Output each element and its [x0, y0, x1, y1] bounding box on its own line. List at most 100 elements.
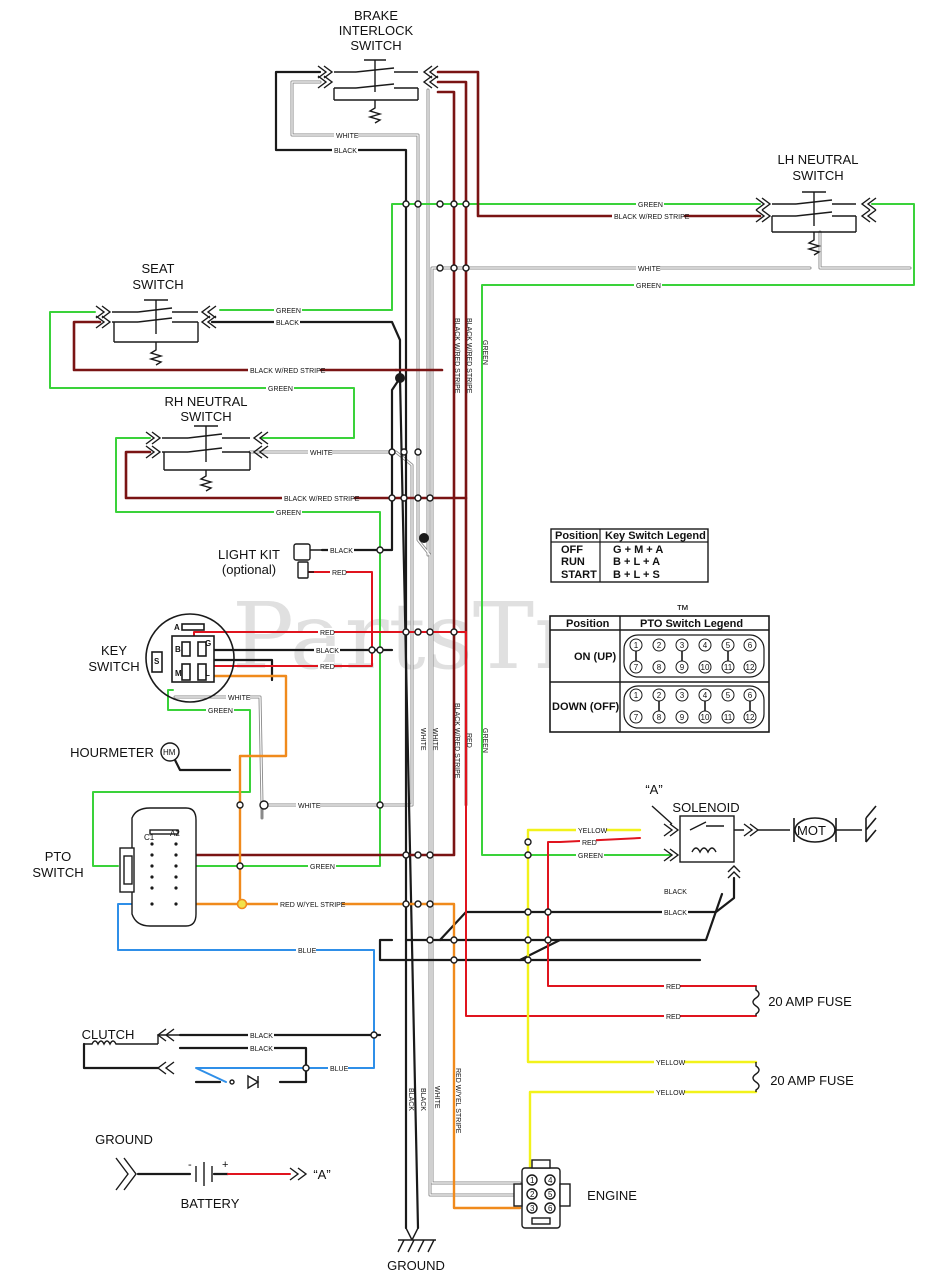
- engine-pin-numbers: 1 2 3 4 5 6: [530, 1176, 553, 1213]
- lh-label-line2: SWITCH: [792, 168, 843, 183]
- key-terminal-s: S: [154, 657, 160, 666]
- pto-legend-pin: [721, 688, 735, 702]
- wire-crossings: [236, 200, 552, 1072]
- pto-switch-legend: Position PTO Switch Legend ON (UP) DOWN …: [549, 615, 770, 733]
- battery-symbol: [115, 1157, 308, 1191]
- hourmeter-symbol-text: HM: [163, 748, 176, 757]
- pto-legend-pin-number: 1: [634, 691, 639, 700]
- pto-legend-pin-number: 10: [701, 663, 710, 672]
- light-kit-label-line2: (optional): [222, 562, 276, 577]
- seat-switch-symbol: [95, 299, 217, 366]
- key-legend-row-start: START: [561, 569, 597, 581]
- pto-legend-pin-number: 6: [748, 691, 753, 700]
- wire-labels: WHITE BLACK GREEN BLACK W/RED STRIPE WHI…: [206, 131, 690, 1134]
- pto-legend-pin-number: 4: [703, 641, 708, 650]
- engine-label: ENGINE: [587, 1188, 637, 1203]
- key-terminal-a: A: [174, 623, 180, 632]
- pto-legend-pin-number: 8: [657, 663, 662, 672]
- battery-polarity: - +: [188, 1159, 228, 1171]
- wire-label-black: BLACK: [664, 910, 687, 917]
- pto-legend-pin-number: 3: [680, 641, 685, 650]
- wire-label-black: BLACK: [250, 1033, 273, 1040]
- fuse-symbols: [752, 986, 760, 1092]
- key-legend-row-off: OFF: [561, 544, 583, 556]
- key-terminal-b: B: [175, 645, 181, 654]
- wire-label-black: BLACK: [250, 1046, 273, 1053]
- wire-label-black: BLACK: [407, 1088, 414, 1111]
- wire-label-red: RED: [582, 840, 597, 847]
- battery-label: BATTERY: [181, 1196, 240, 1211]
- wires-blue: [117, 903, 375, 1083]
- pto-legend-pin: [675, 688, 689, 702]
- pto-legend-pin-number: 12: [746, 663, 755, 672]
- pto-legend-pin-number: 7: [634, 713, 639, 722]
- pto-legend-pin: [698, 660, 712, 674]
- wire-label-white: WHITE: [310, 450, 333, 457]
- wire-label-green: GREEN: [636, 283, 661, 290]
- engine-pin-1: 1: [530, 1176, 535, 1185]
- brake-label-line1: BRAKE: [354, 8, 398, 23]
- key-terminal-letters: A B G S M L: [154, 623, 211, 678]
- solenoid-label: SOLENOID: [672, 800, 739, 815]
- pto-legend-row-on: ON (UP): [574, 651, 617, 663]
- pto-legend-pin-number: 2: [657, 691, 662, 700]
- wire-label-red: RED: [320, 664, 335, 671]
- fuse1-label: 20 AMP FUSE: [768, 994, 852, 1009]
- wire-label-bwr: BLACK W/RED STRIPE: [614, 214, 690, 221]
- engine-pin-5: 5: [548, 1190, 553, 1199]
- rh-label-line1: RH NEUTRAL: [164, 394, 247, 409]
- engine-connector: [513, 1159, 571, 1229]
- key-terminal-l: L: [205, 669, 210, 678]
- pto-terminal-a2: A2: [170, 829, 180, 838]
- key-switch-symbol: [145, 613, 235, 703]
- hourmeter-label: HOURMETER: [70, 745, 154, 760]
- wire-label-blue: BLUE: [330, 1066, 349, 1073]
- pto-label-line1: PTO: [45, 849, 72, 864]
- wire-label-bwr: BLACK W/RED STRIPE: [465, 318, 472, 394]
- engine-pin-6: 6: [548, 1204, 553, 1213]
- wire-label-blue: BLUE: [298, 948, 317, 955]
- pto-legend-pin-number: 11: [724, 663, 733, 672]
- key-legend-row-run-value: B + L + A: [613, 556, 660, 568]
- pto-legend-pin-number: 7: [634, 663, 639, 672]
- pto-legend-header-title: PTO Switch Legend: [640, 618, 743, 630]
- wires-yellow: [526, 828, 758, 1180]
- wire-label-yellow: YELLOW: [656, 1060, 686, 1067]
- wire-label-black: BLACK: [316, 648, 339, 655]
- pto-legend-pin: [652, 638, 666, 652]
- wire-label-white: WHITE: [433, 1086, 440, 1109]
- wire-label-green: GREEN: [268, 386, 293, 393]
- pto-legend-pin: [675, 710, 689, 724]
- wire-label-yellow: YELLOW: [656, 1090, 686, 1097]
- wire-label-white: WHITE: [336, 133, 359, 140]
- wire-label-green: GREEN: [310, 864, 335, 871]
- key-legend-row-off-value: G + M + A: [613, 544, 663, 556]
- ground-bottom-symbol: [397, 1227, 436, 1253]
- key-label-line2: SWITCH: [88, 659, 139, 674]
- solenoid-tag: “A”: [645, 782, 662, 797]
- battery-positive-sign: +: [222, 1159, 228, 1171]
- pto-legend-pin: [743, 660, 757, 674]
- light-kit-connector: [293, 543, 322, 579]
- key-legend-row-start-value: B + L + S: [613, 569, 660, 581]
- wire-label-green: GREEN: [208, 708, 233, 715]
- pto-legend-pin: [652, 660, 666, 674]
- key-label-line1: KEY: [101, 643, 127, 658]
- rh-switch-symbol: [145, 425, 269, 492]
- wire-label-bwr: BLACK W/RED STRIPE: [250, 368, 326, 375]
- wire-label-black: BLACK: [334, 148, 357, 155]
- wire-label-black: BLACK: [330, 548, 353, 555]
- seat-label-line2: SWITCH: [132, 277, 183, 292]
- seat-label-line1: SEAT: [142, 261, 175, 276]
- pto-legend-pin-number: 11: [724, 713, 733, 722]
- engine-pin-2: 2: [530, 1190, 535, 1199]
- key-legend-header-position: Position: [555, 530, 599, 542]
- pto-legend-pin-number: 9: [680, 663, 685, 672]
- junction-dot: [259, 800, 269, 810]
- wires-green: [49, 203, 915, 867]
- pto-legend-pin: [721, 710, 735, 724]
- switch-symbols: [95, 59, 877, 492]
- pto-legend-pin-number: 6: [748, 641, 753, 650]
- wires-black-red-stripe: [72, 70, 762, 857]
